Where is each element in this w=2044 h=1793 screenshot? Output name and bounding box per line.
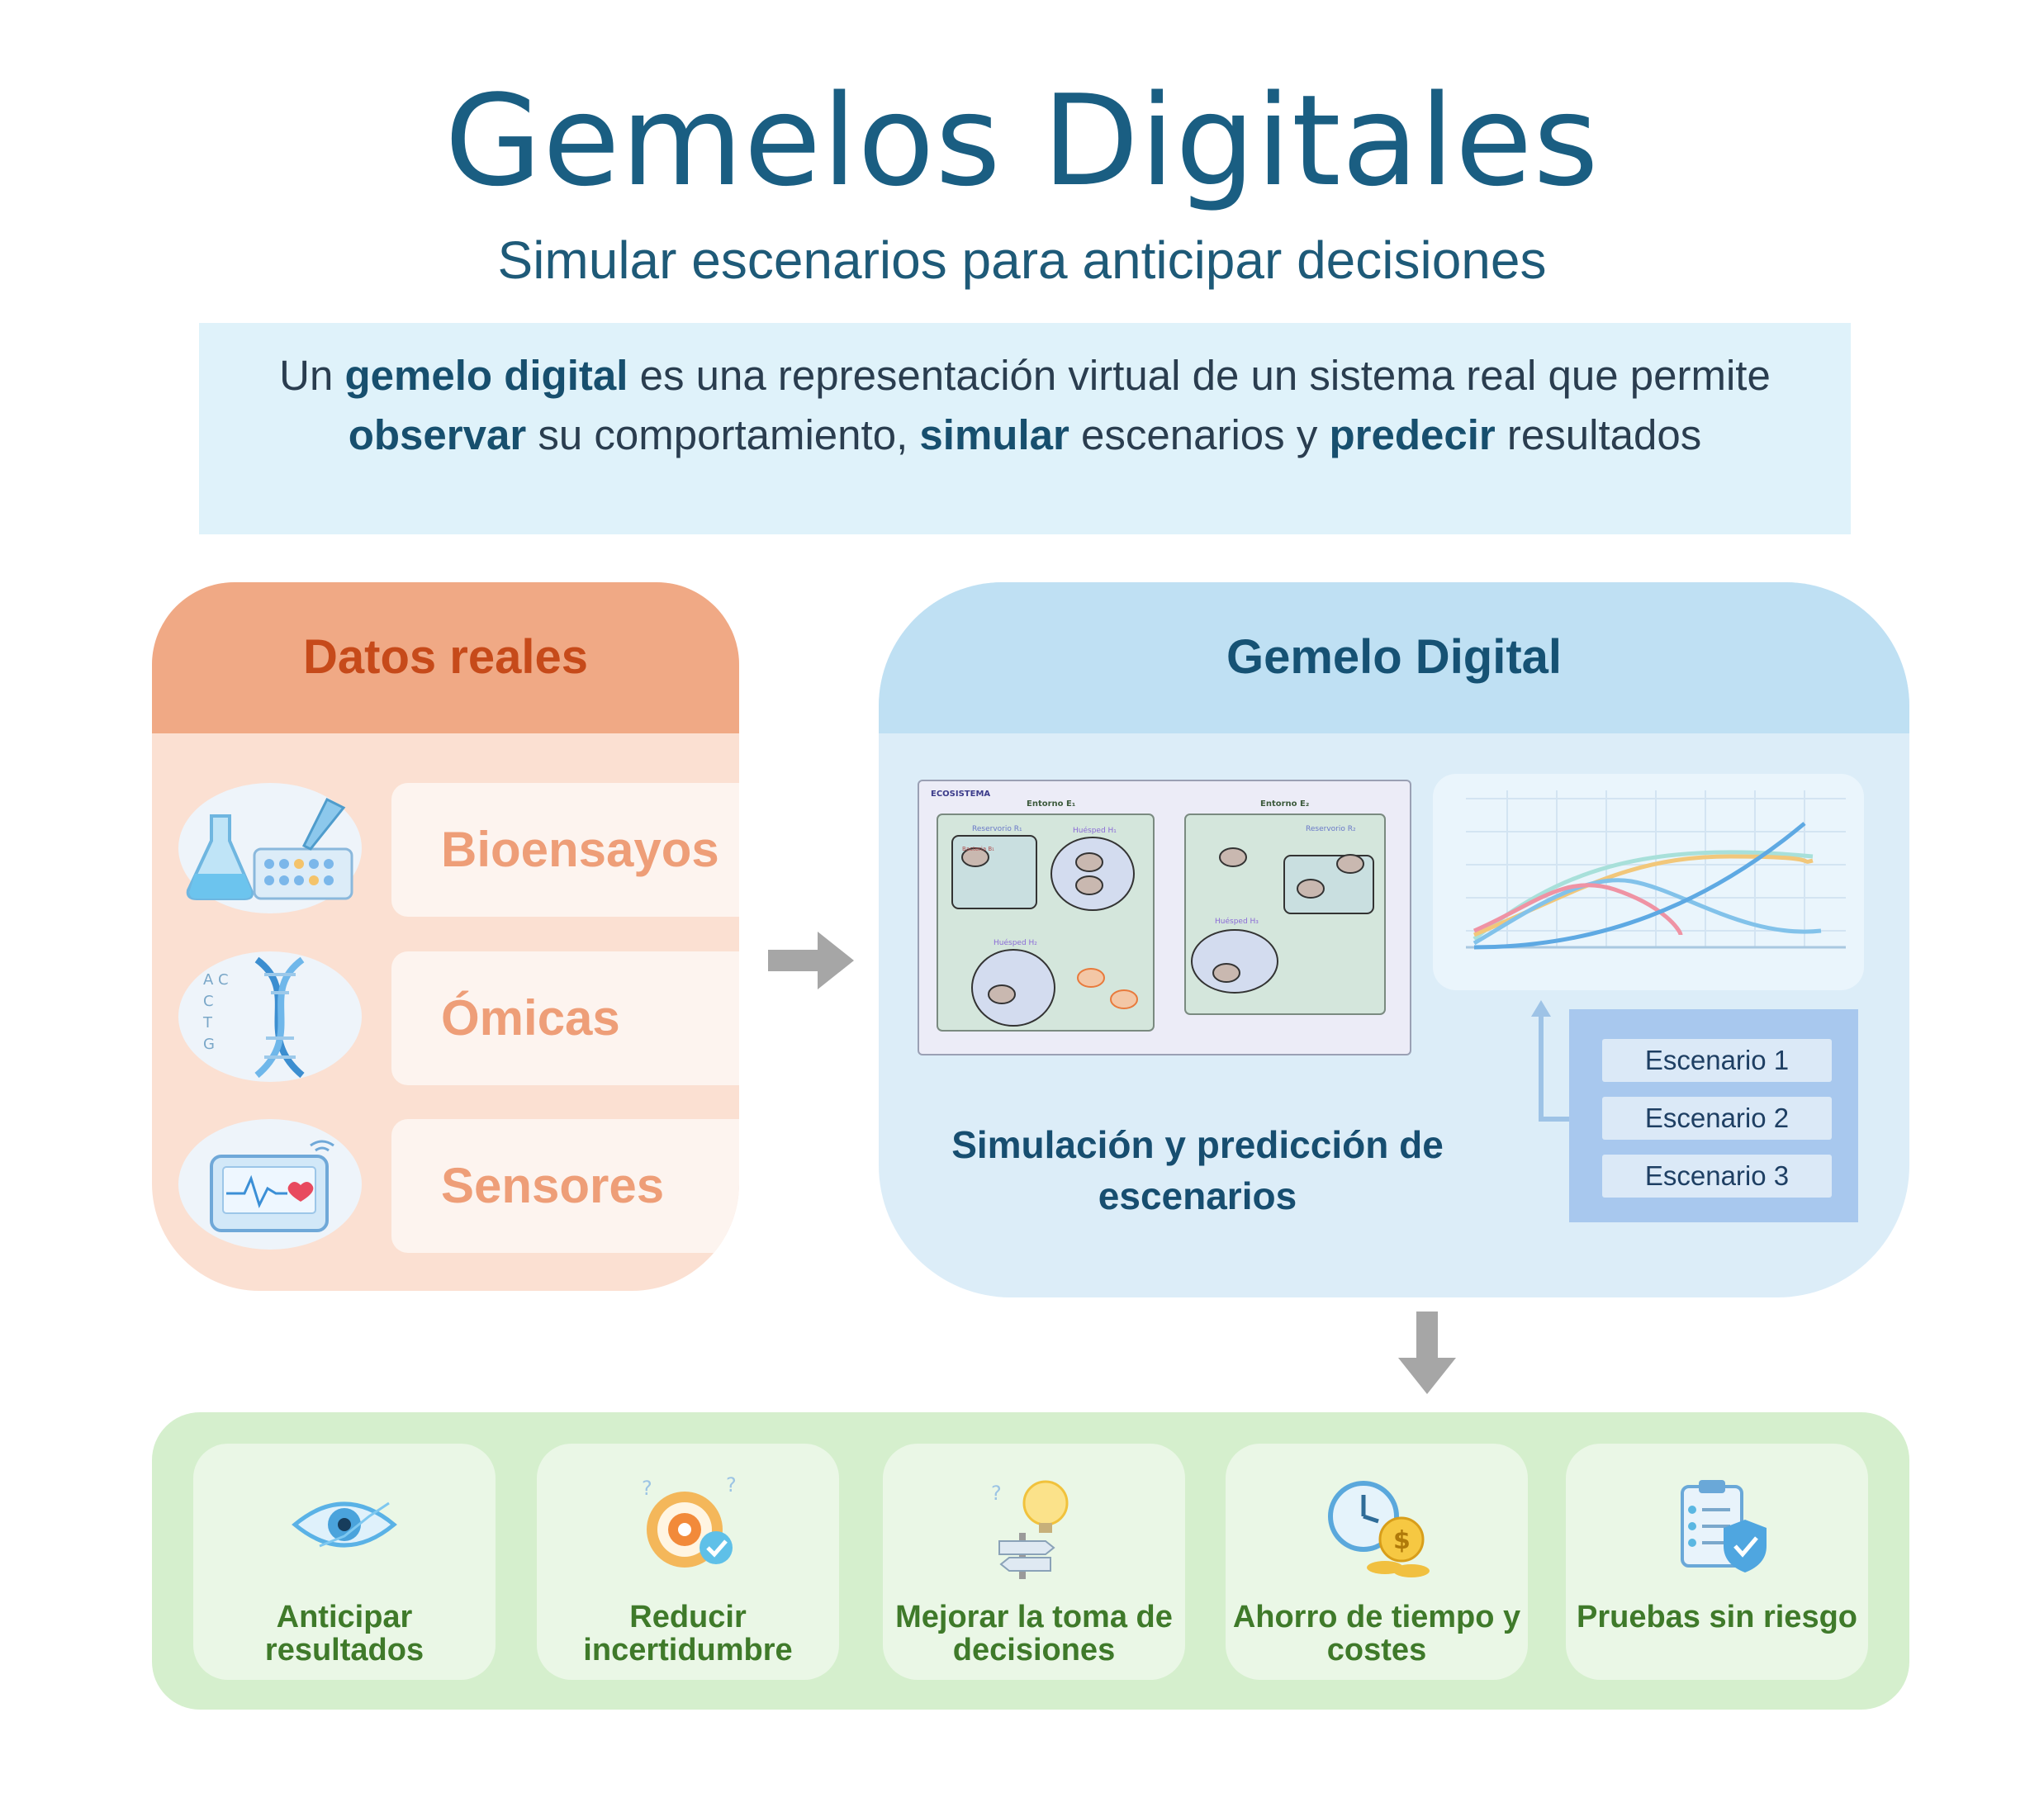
digital-twin-header	[879, 582, 1909, 733]
arrow-down-icon	[1398, 1312, 1456, 1398]
scenario-3: Escenario 3	[1602, 1155, 1832, 1198]
simulation-label: Simulación y predicción de escenarios	[951, 1123, 1444, 1217]
real-data-panel: Datos reales Bioensayos A C C T G Ómicas	[152, 582, 739, 1291]
scenario-1: Escenario 1	[1602, 1039, 1832, 1082]
benefit-card: ? Mejorar la toma de decisiones	[883, 1444, 1185, 1680]
dna-icon: A C C T G	[178, 951, 362, 1082]
source-sensores: Sensores	[391, 1119, 739, 1253]
source-omicas: Ómicas	[391, 951, 739, 1085]
host2-label: Huésped H₂	[994, 938, 1037, 947]
keyword-predecir: predecir	[1329, 411, 1496, 458]
res2-label: Reservorio R₂	[1306, 825, 1356, 833]
ecosystem-label: ECOSISTEMA	[931, 790, 990, 799]
real-data-header	[152, 582, 739, 733]
benefit-card: Pruebas sin riesgo	[1566, 1444, 1868, 1680]
source-label: Ómicas	[441, 990, 620, 1046]
lab-flask-icon	[178, 783, 362, 913]
source-label: Bioensayos	[441, 822, 719, 877]
svg-text:G: G	[203, 1036, 215, 1053]
svg-text:C: C	[203, 993, 214, 1010]
svg-text:?: ?	[991, 1482, 1002, 1505]
benefit-label: Pruebas sin riesgo	[1576, 1600, 1857, 1634]
benefit-label: Anticipar resultados	[264, 1600, 424, 1667]
clock-coins-icon: $	[1319, 1467, 1435, 1582]
res1-label: Reservorio R₁	[972, 825, 1022, 833]
benefit-label: Reducir incertidumbre	[583, 1600, 793, 1667]
benefit-label: Ahorro de tiempo y costes	[1232, 1600, 1521, 1667]
lightbulb-signpost-icon: ?	[976, 1467, 1092, 1582]
svg-text:?: ?	[726, 1473, 737, 1497]
eye-icon	[287, 1467, 402, 1582]
benefit-label: Mejorar la toma de decisiones	[895, 1600, 1173, 1667]
keyword-gemelo-digital: gemelo digital	[344, 352, 628, 399]
source-label: Sensores	[441, 1158, 665, 1213]
page-title: Gemelos Digitales	[444, 68, 1600, 214]
source-bioensayos: Bioensayos	[391, 783, 739, 917]
arrow-up-icon	[1523, 995, 1572, 1131]
target-icon: ??	[630, 1467, 746, 1582]
benefit-card: $ Ahorro de tiempo y costes	[1226, 1444, 1528, 1680]
clipboard-shield-icon	[1659, 1467, 1775, 1582]
benefits-panel: Anticipar resultados ?? Reducir incertid…	[152, 1412, 1909, 1710]
digital-twin-title: Gemelo Digital	[1226, 630, 1563, 684]
svg-text:$: $	[1393, 1526, 1411, 1555]
ecosystem-diagram: ECOSISTEMA Entorno E₁ Entorno E₂ Reservo…	[918, 780, 1411, 1055]
arrow-right-icon	[768, 932, 854, 994]
keyword-simular: simular	[919, 411, 1069, 458]
page-subtitle: Simular escenarios para anticipar decisi…	[497, 230, 1547, 290]
definition-text: Un gemelo digital es una representación …	[279, 352, 1771, 458]
scenario-2: Escenario 2	[1602, 1097, 1832, 1140]
keyword-observar: observar	[348, 411, 527, 458]
real-data-title: Datos reales	[303, 630, 588, 684]
heart-monitor-icon	[178, 1119, 362, 1250]
scenario-curves-chart	[1433, 774, 1864, 990]
digital-twin-panel: Gemelo Digital ECOSISTEMA Entorno E₁ Ent…	[879, 582, 1909, 1297]
definition-box: Un gemelo digital es una representación …	[199, 323, 1851, 534]
host1-label: Huésped H₁	[1073, 826, 1117, 835]
bacteria-label: Bacteria B₁	[962, 846, 994, 852]
env2-label: Entorno E₂	[1260, 799, 1309, 809]
host3-label: Huésped H₃	[1215, 917, 1259, 926]
svg-text:?: ?	[642, 1477, 652, 1500]
benefit-card: Anticipar resultados	[193, 1444, 496, 1680]
env1-label: Entorno E₁	[1027, 799, 1075, 809]
benefit-card: ?? Reducir incertidumbre	[537, 1444, 839, 1680]
svg-text:A C: A C	[203, 971, 229, 989]
svg-text:T: T	[202, 1014, 213, 1032]
scenarios-box: Escenario 1 Escenario 2 Escenario 3	[1569, 1009, 1858, 1222]
